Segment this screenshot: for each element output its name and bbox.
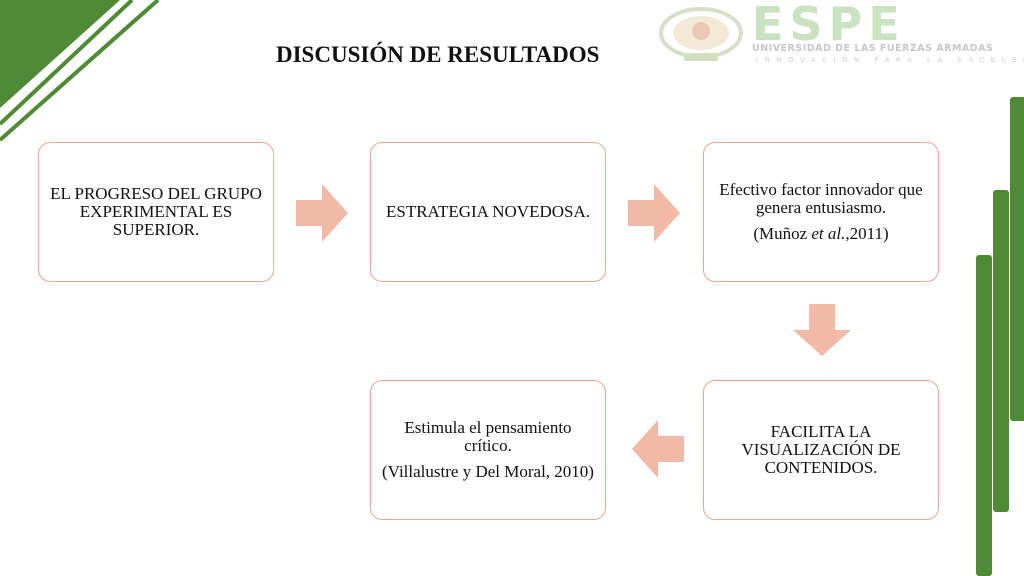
step-box-5: Estimula el pensamiento crítico. (Villal…	[370, 380, 606, 520]
step-1-text: EL PROGRESO DEL GRUPO EXPERIMENTAL ES SU…	[50, 184, 262, 239]
step-5-text: Estimula el pensamiento crítico.	[404, 418, 572, 455]
arrow-right-2	[628, 184, 680, 242]
step-box-1: EL PROGRESO DEL GRUPO EXPERIMENTAL ES SU…	[38, 142, 274, 282]
step-box-2: ESTRATEGIA NOVEDOSA.	[370, 142, 606, 282]
decor-bar-2	[993, 190, 1009, 512]
logo-subtitle-university: UNIVERSIDAD DE LAS FUERZAS ARMADAS	[752, 43, 994, 54]
arrow-left	[632, 420, 684, 478]
decor-bar-3	[976, 255, 992, 576]
step-5-citation: (Villalustre y Del Moral, 2010)	[382, 462, 594, 481]
step-3-citation: (Muñoz et al.,2011)	[753, 224, 889, 243]
espe-seal-logo	[659, 7, 743, 61]
espe-letters: ESPE	[752, 0, 906, 44]
decor-bar-1	[1010, 97, 1024, 421]
arrow-right-1	[296, 184, 348, 242]
espe-wordmark: ESPE	[752, 0, 1022, 51]
corner-decoration	[0, 0, 160, 142]
step-3-text: Efectivo factor innovador que genera ent…	[719, 180, 923, 217]
step-4-text: FACILITA LA VISUALIZACIÓN DE CONTENIDOS.	[741, 422, 901, 477]
step-box-4: FACILITA LA VISUALIZACIÓN DE CONTENIDOS.	[703, 380, 939, 520]
step-2-text: ESTRATEGIA NOVEDOSA.	[386, 202, 590, 221]
logo-subtitle-motto: INNOVACIÓN PARA LA EXCELENCIA	[756, 56, 1024, 64]
arrow-down	[793, 304, 851, 356]
step-box-3: Efectivo factor innovador que genera ent…	[703, 142, 939, 282]
slide-title: DISCUSIÓN DE RESULTADOS	[276, 42, 600, 67]
